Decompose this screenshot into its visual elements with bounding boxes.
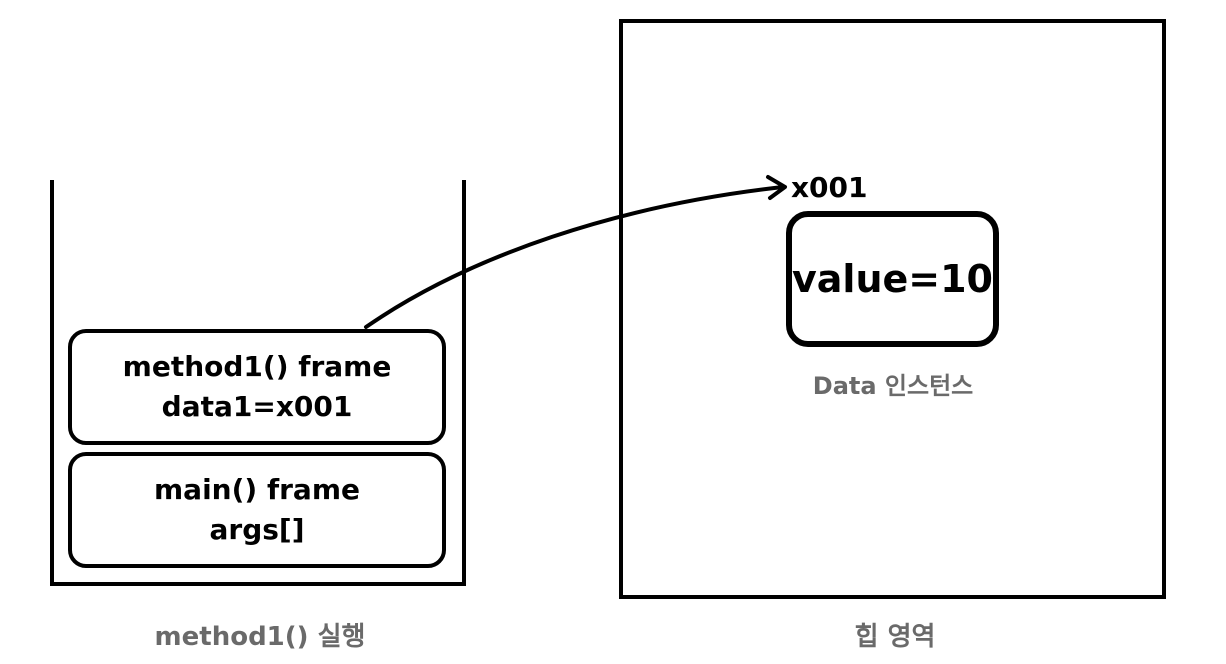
reference-label: x001: [791, 171, 868, 204]
method1-frame-title: method1() frame: [122, 350, 392, 383]
data-instance-box: value=10: [786, 211, 999, 347]
main-frame: main() frame args[]: [68, 452, 446, 568]
main-frame-variable: args[]: [209, 513, 305, 546]
method1-frame-variable: data1=x001: [161, 390, 353, 423]
stack-caption: method1() 실행: [154, 622, 366, 652]
heap-caption: 힙 영역: [854, 622, 936, 652]
instance-value: value=10: [792, 257, 993, 301]
method1-frame: method1() frame data1=x001: [68, 329, 446, 445]
main-frame-title: main() frame: [154, 473, 360, 506]
instance-caption: Data 인스턴스: [812, 372, 974, 400]
stack-area: [50, 180, 466, 586]
